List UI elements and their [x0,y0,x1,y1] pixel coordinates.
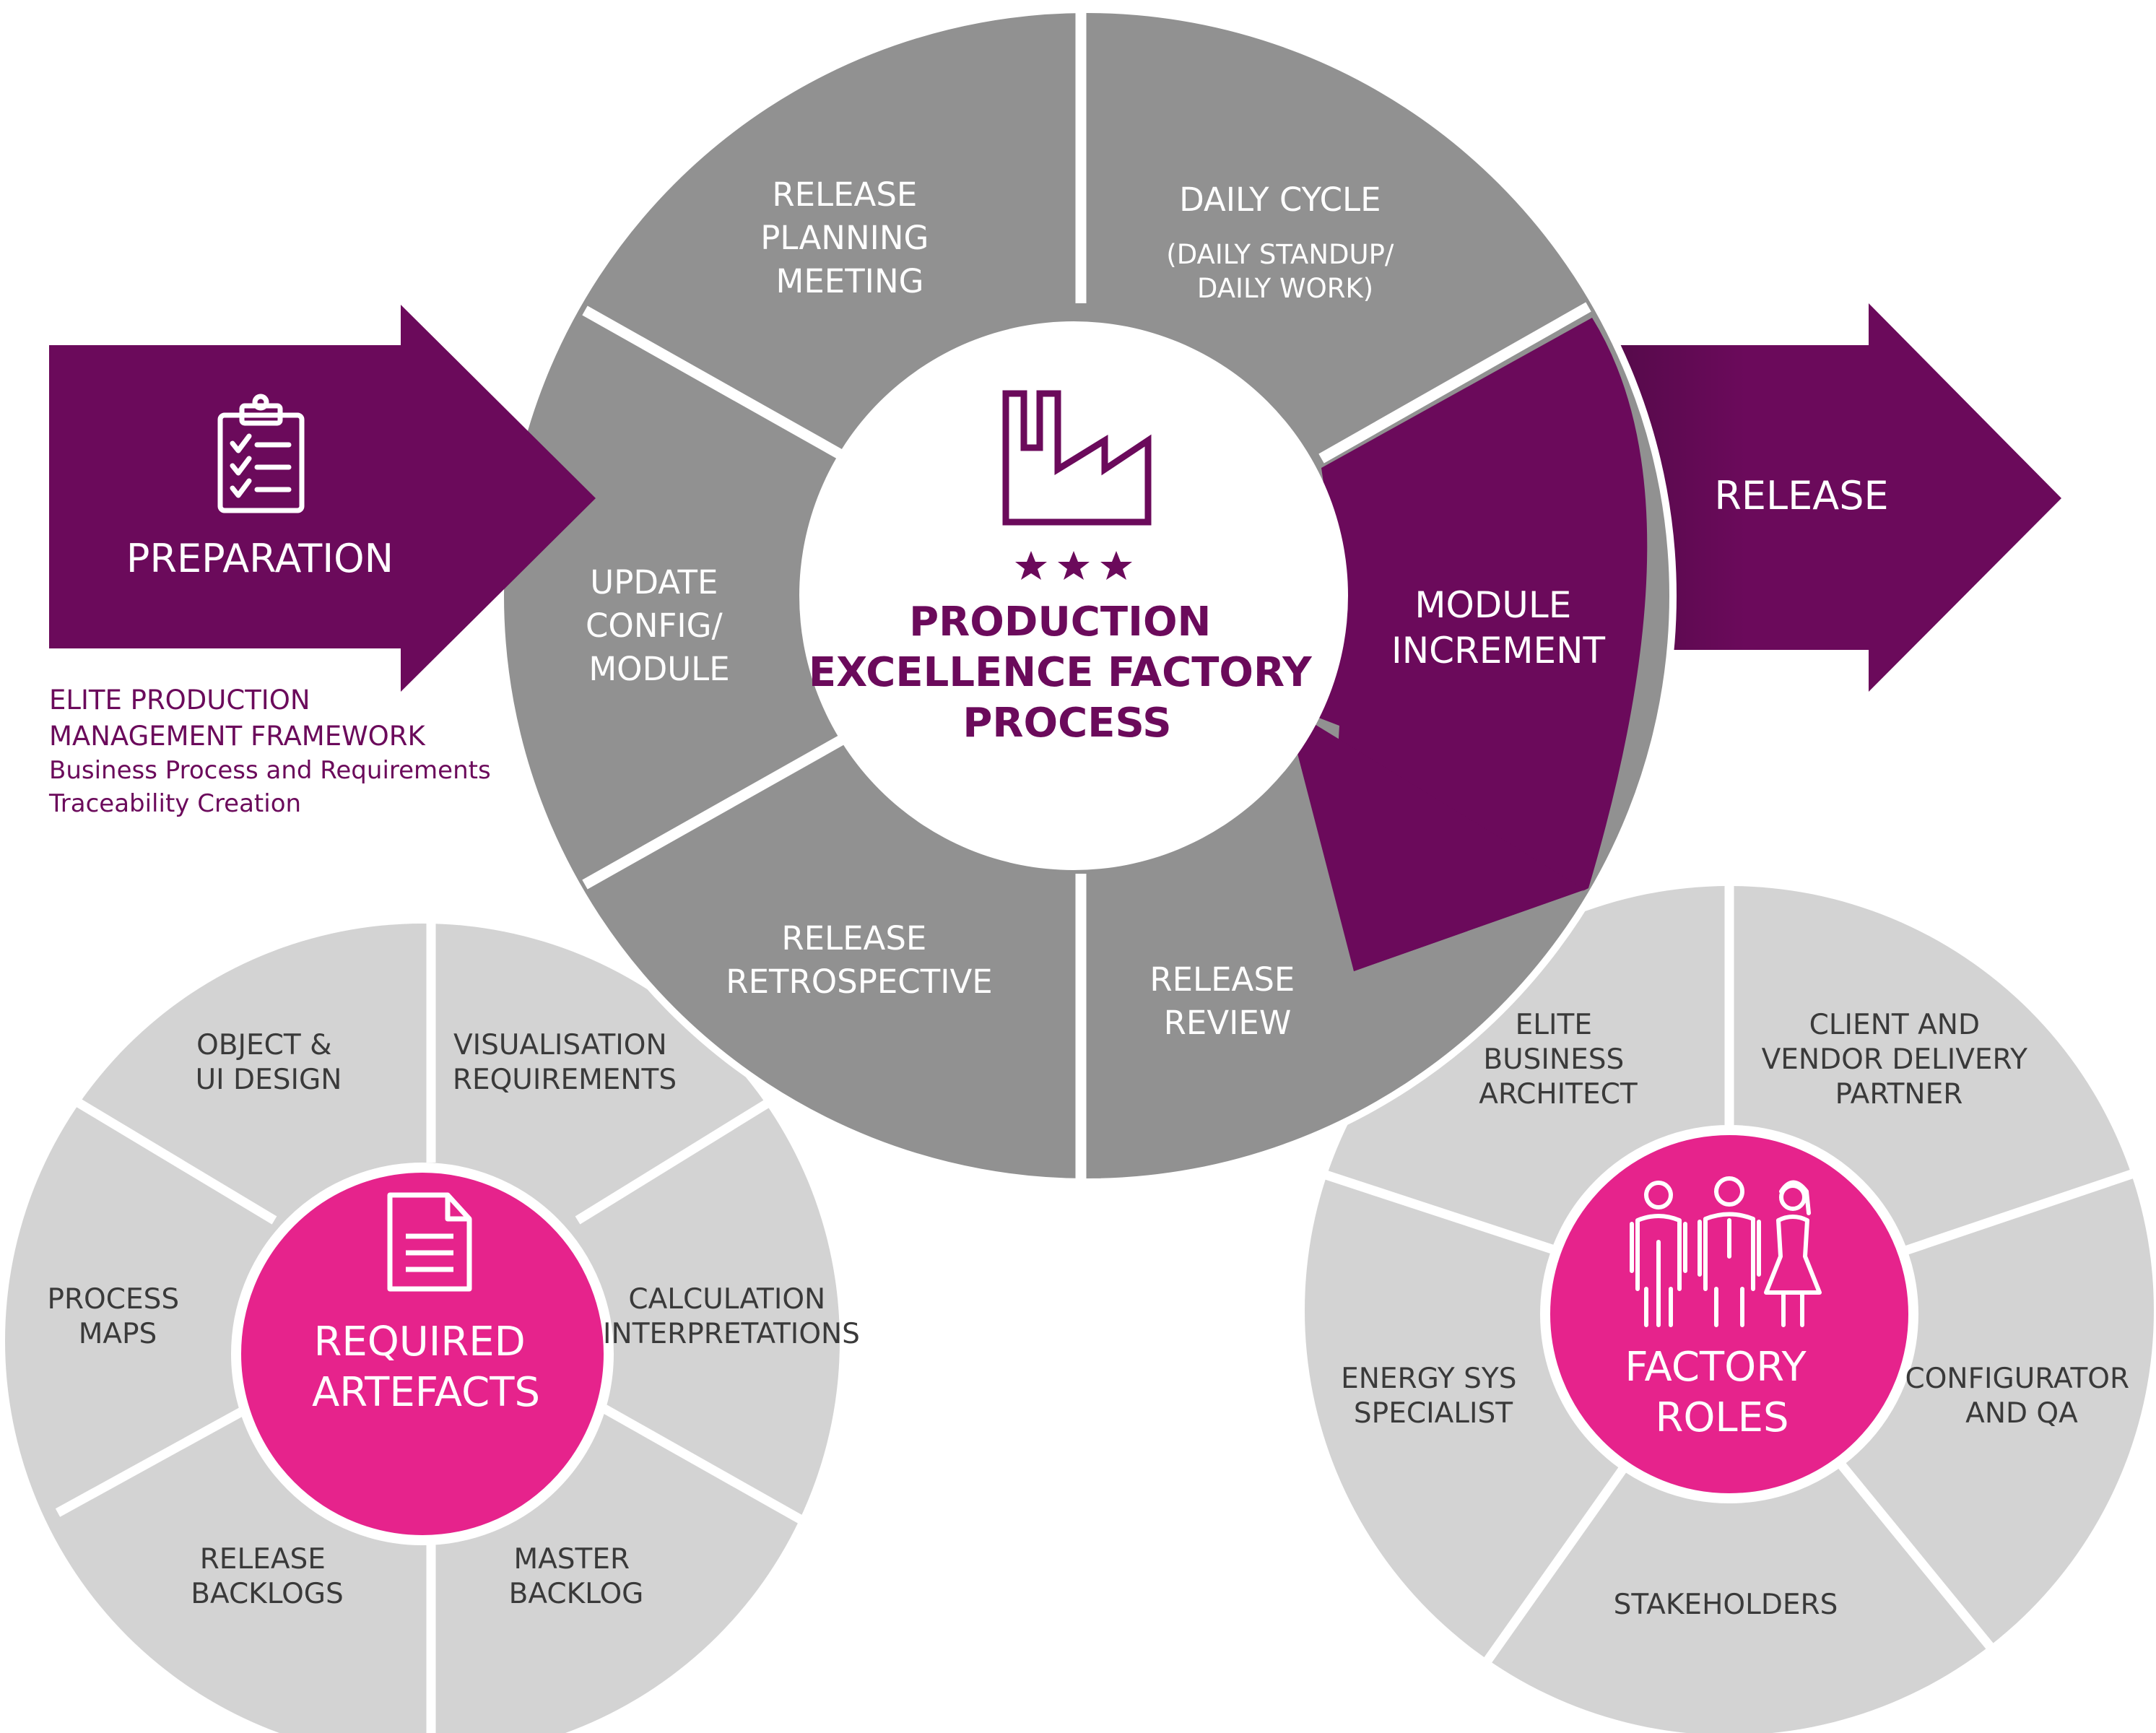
factory-icon [1002,390,1152,526]
release-backlogs-label: RELEASE BACKLOGS [191,1543,344,1610]
preparation-label: PREPARATION [126,536,394,581]
client-vendor-partner-label: CLIENT AND VENDOR DELIVERY PARTNER [1762,1009,2037,1111]
object-ui-design-label: OBJECT & UI DESIGN [196,1029,342,1096]
daily-cycle-label[interactable]: DAILY CYCLE (DAILY STANDUP/ DAILY WORK) [1166,181,1404,304]
release-arrow[interactable]: RELEASE [1574,303,2061,692]
release-review-label[interactable]: RELEASE REVIEW [1149,960,1305,1042]
rating-stars-icon [1015,551,1132,580]
process-maps-label: PROCESS MAPS [47,1283,188,1350]
process-hub: PRODUCTION EXCELLENCE FACTORY PROCESS [799,321,1348,870]
release-retrospective-label[interactable]: RELEASE RETROSPECTIVE [726,919,992,1001]
framework-title: ELITE PRODUCTION MANAGEMENT FRAMEWORK [49,685,426,752]
document-icon [387,1192,472,1292]
process-title: PRODUCTION EXCELLENCE FACTORY PROCESS [809,599,1326,747]
process-hub-circle [799,321,1348,870]
clipboard-checklist-icon [217,394,305,513]
people-icon [1630,1176,1822,1327]
update-config-module-label[interactable]: UPDATE CONFIG/ MODULE [586,563,733,688]
artefacts-hub [231,1163,614,1545]
stakeholders-label: STAKEHOLDERS [1614,1589,1838,1621]
roles-hub [1540,1125,1918,1503]
framework-subtitle: Business Process and Requirements Tracea… [48,756,498,818]
factory-roles-wheel: FACTORY ROLES ELITE BUSINESS ARCHITECT C… [1305,877,2154,1733]
artefacts-title: REQUIRED ARTEFACTS [312,1319,540,1416]
master-backlog-label: MASTER BACKLOG [509,1543,644,1610]
calculation-interpretations-label: CALCULATION INTERPRETATIONS [603,1283,860,1350]
module-increment-label: MODULE INCREMENT [1391,584,1606,672]
process-dividers [582,7,1591,1184]
preparation-arrow[interactable]: PREPARATION [49,305,596,692]
energy-sys-specialist-label: ENERGY SYS SPECIALIST [1341,1363,1526,1430]
roles-dividers [1319,877,2147,1664]
visualisation-requirements-label: VISUALISATION REQUIREMENTS [453,1029,677,1096]
module-increment-segment[interactable]: MODULE INCREMENT [1285,318,1648,971]
module-increment-tip [1285,706,1585,971]
elite-business-architect-label: ELITE BUSINESS ARCHITECT [1479,1009,1638,1111]
roles-title: FACTORY ROLES [1625,1344,1819,1441]
release-label: RELEASE [1714,473,1888,518]
artefacts-dividers [55,877,804,1733]
required-artefacts-wheel: REQUIRED ARTEFACTS OBJECT & UI DESIGN VI… [5,877,860,1733]
configurator-qa-label: CONFIGURATOR AND QA [1905,1363,2139,1430]
framework-caption: ELITE PRODUCTION MANAGEMENT FRAMEWORK Bu… [48,685,498,818]
release-planning-meeting-label[interactable]: RELEASE PLANNING MEETING [760,175,939,300]
